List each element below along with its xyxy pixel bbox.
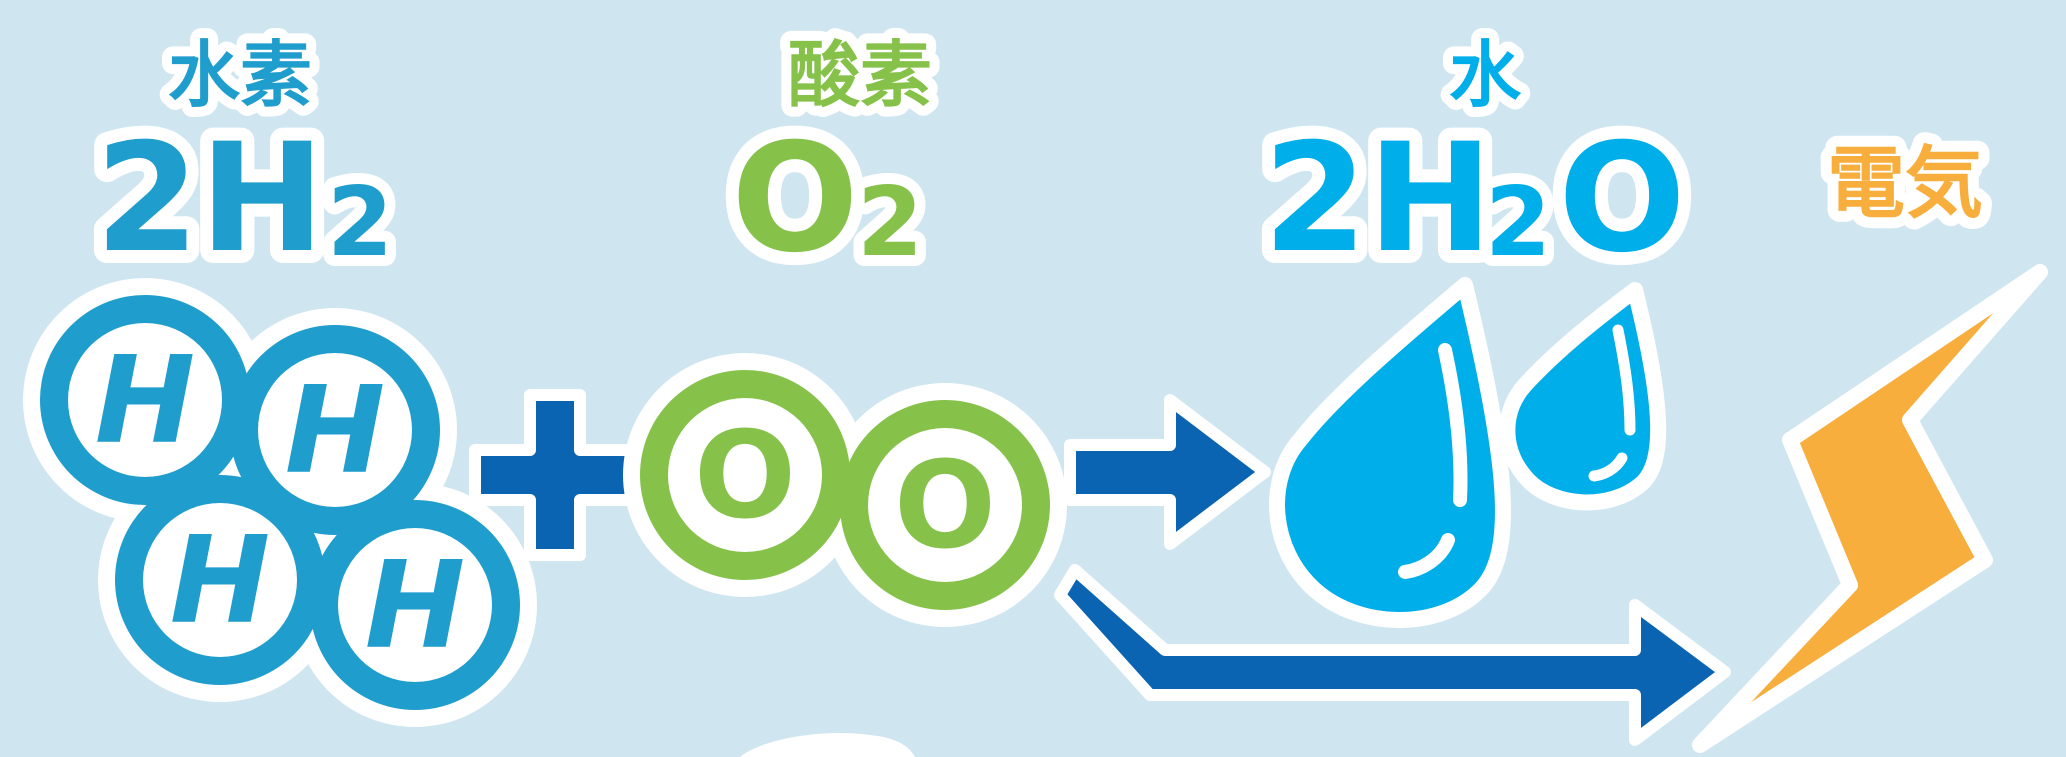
oxygen-name: 酸素	[788, 33, 932, 117]
hydrogen-formula-subscript: 2	[327, 168, 393, 278]
oxygen-formula-main: O	[731, 112, 859, 286]
water-name: 水	[1449, 33, 1522, 117]
water-formula-subscript: 2	[1485, 168, 1551, 278]
oxygen-atom: O	[640, 370, 850, 580]
hydrogen-name: 水素	[168, 33, 312, 117]
plus-icon	[469, 389, 641, 561]
water-droplet-small-icon	[1499, 282, 1667, 511]
hydrogen-molecules: H H H H	[23, 278, 537, 727]
hydrogen-atom: H	[40, 295, 250, 505]
hydrogen-atom-symbol: H	[170, 512, 270, 651]
oxygen-atom-symbol: O	[694, 407, 796, 546]
hydrogen-atom-symbol: H	[285, 362, 385, 501]
water-label: 水 2H 2 O	[1250, 23, 1699, 299]
water-droplet-large-icon	[1269, 277, 1511, 628]
water-formula-o: O	[1558, 112, 1686, 286]
hydrogen-label: 水素 2H 2	[82, 23, 404, 299]
lightning-bolt-icon	[1692, 264, 2048, 753]
arrow-to-electricity-icon	[1054, 564, 1731, 746]
oxygen-atom: O	[840, 400, 1050, 610]
oxygen-molecule: O O	[623, 353, 1067, 627]
hydrogen-formula-main: 2H	[95, 112, 325, 286]
oxygen-atom-symbol: O	[894, 437, 996, 576]
oxygen-formula-subscript: 2	[857, 168, 923, 278]
electricity-label: 電気	[1816, 128, 1994, 240]
arrow-to-water-icon	[1064, 394, 1271, 550]
hydrogen-atom: H	[115, 475, 325, 685]
hydrogen-atom: H	[310, 500, 520, 710]
electricity-name: 電気	[1827, 139, 1983, 229]
oxygen-label: 酸素 O 2	[718, 23, 942, 299]
hydrogen-atom-symbol: H	[365, 537, 465, 676]
water-formula-2h: 2H	[1263, 112, 1493, 286]
hydrogen-atom-symbol: H	[95, 332, 195, 471]
hydrogen-atom: H	[230, 325, 440, 535]
bottom-cloud-shape	[740, 732, 915, 757]
